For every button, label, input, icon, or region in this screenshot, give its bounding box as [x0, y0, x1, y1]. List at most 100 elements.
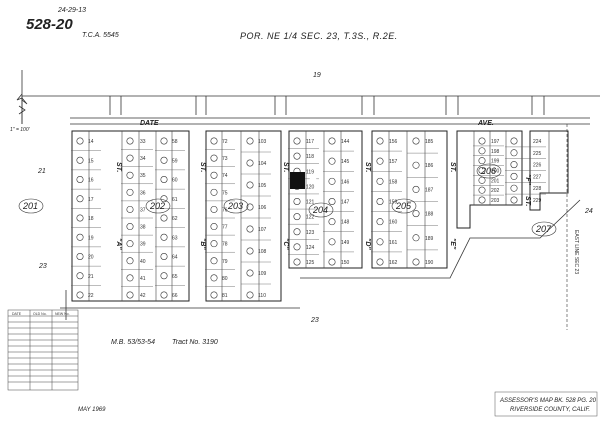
lot-number-58: 58 [172, 139, 178, 145]
lot-circle-65[interactable] [160, 272, 168, 280]
lot-circle-185[interactable] [412, 137, 420, 145]
lot-number-41: 41 [140, 276, 146, 282]
lot-circle-22[interactable] [76, 291, 84, 299]
lot-circle-150[interactable] [328, 258, 336, 266]
lot-circle-108[interactable] [246, 247, 254, 255]
lot-circle-186[interactable] [412, 161, 420, 169]
lot-circle-121[interactable] [293, 198, 301, 206]
lot-circle-33[interactable] [126, 137, 134, 145]
lot-circle-122[interactable] [293, 213, 301, 221]
lot-number-106: 106 [258, 205, 267, 211]
lot-circle-148[interactable] [328, 218, 336, 226]
lot-circle-156[interactable] [376, 137, 384, 145]
svg-text:202: 202 [149, 201, 165, 211]
lot-circle-60[interactable] [160, 176, 168, 184]
lot-circle-124[interactable] [293, 243, 301, 251]
lot-circle-199[interactable] [478, 157, 486, 165]
lot-circle-66[interactable] [160, 291, 168, 299]
lot-circle-73[interactable] [210, 154, 218, 162]
lot-circle-41[interactable] [126, 274, 134, 282]
lot-circle-229[interactable] [510, 196, 518, 204]
lot-circle-157[interactable] [376, 157, 384, 165]
highlighted-parcel[interactable] [290, 172, 305, 189]
lot-circle-19[interactable] [76, 233, 84, 241]
block-label-207[interactable]: 207 [531, 221, 557, 237]
lot-circle-59[interactable] [160, 156, 168, 164]
lot-circle-187[interactable] [412, 185, 420, 193]
block-label-206[interactable]: 206 [476, 163, 502, 179]
lot-circle-16[interactable] [76, 176, 84, 184]
lot-circle-58[interactable] [160, 137, 168, 145]
lot-circle-189[interactable] [412, 234, 420, 242]
lot-circle-34[interactable] [126, 154, 134, 162]
block-label-204[interactable]: 204 [308, 202, 334, 218]
lot-circle-146[interactable] [328, 177, 336, 185]
lot-circle-228[interactable] [510, 184, 518, 192]
lot-circle-78[interactable] [210, 240, 218, 248]
lot-circle-36[interactable] [126, 188, 134, 196]
lot-circle-161[interactable] [376, 238, 384, 246]
lot-circle-107[interactable] [246, 225, 254, 233]
lot-circle-61[interactable] [160, 195, 168, 203]
lot-circle-144[interactable] [328, 137, 336, 145]
lot-circle-190[interactable] [412, 258, 420, 266]
block-label-202[interactable]: 202 [145, 198, 171, 214]
lot-circle-162[interactable] [376, 258, 384, 266]
lot-circle-118[interactable] [293, 152, 301, 160]
lot-circle-81[interactable] [210, 291, 218, 299]
lot-circle-123[interactable] [293, 228, 301, 236]
lot-circle-76[interactable] [210, 205, 218, 213]
lot-circle-64[interactable] [160, 253, 168, 261]
lot-circle-197[interactable] [478, 137, 486, 145]
lot-circle-42[interactable] [126, 291, 134, 299]
lot-circle-15[interactable] [76, 156, 84, 164]
lot-circle-227[interactable] [510, 172, 518, 180]
lot-circle-226[interactable] [510, 161, 518, 169]
lot-circle-125[interactable] [293, 258, 301, 266]
lot-circle-35[interactable] [126, 171, 134, 179]
lot-circle-74[interactable] [210, 171, 218, 179]
lot-circle-38[interactable] [126, 223, 134, 231]
lot-circle-75[interactable] [210, 188, 218, 196]
lot-circle-202[interactable] [478, 186, 486, 194]
lot-circle-188[interactable] [412, 210, 420, 218]
lot-circle-20[interactable] [76, 253, 84, 261]
lot-circle-110[interactable] [246, 291, 254, 299]
lot-circle-149[interactable] [328, 238, 336, 246]
lot-circle-224[interactable] [510, 137, 518, 145]
lot-circle-72[interactable] [210, 137, 218, 145]
lot-circle-80[interactable] [210, 274, 218, 282]
block-label-203[interactable]: 203 [223, 198, 249, 214]
lot-circle-17[interactable] [76, 195, 84, 203]
lot-circle-21[interactable] [76, 272, 84, 280]
lot-circle-201[interactable] [478, 176, 486, 184]
lot-circle-14[interactable] [76, 137, 84, 145]
lot-circle-198[interactable] [478, 147, 486, 155]
lot-circle-225[interactable] [510, 149, 518, 157]
lot-circle-62[interactable] [160, 214, 168, 222]
lot-circle-79[interactable] [210, 257, 218, 265]
lot-circle-103[interactable] [246, 137, 254, 145]
block-label-205[interactable]: 205 [391, 198, 417, 214]
block-label-201[interactable]: 201 [18, 198, 44, 214]
lot-circle-159[interactable] [376, 198, 384, 206]
lot-circle-39[interactable] [126, 240, 134, 248]
lot-circle-105[interactable] [246, 181, 254, 189]
lot-circle-77[interactable] [210, 223, 218, 231]
lot-circle-203[interactable] [478, 196, 486, 204]
lot-circle-160[interactable] [376, 218, 384, 226]
lot-circle-147[interactable] [328, 198, 336, 206]
lot-circle-63[interactable] [160, 233, 168, 241]
lot-circle-200[interactable] [478, 167, 486, 175]
table-header-date: DATE [12, 312, 22, 316]
lot-number-59: 59 [172, 158, 178, 164]
lot-circle-117[interactable] [293, 137, 301, 145]
lot-circle-109[interactable] [246, 269, 254, 277]
lot-circle-158[interactable] [376, 177, 384, 185]
lot-circle-106[interactable] [246, 203, 254, 211]
lot-circle-40[interactable] [126, 257, 134, 265]
lot-circle-104[interactable] [246, 159, 254, 167]
lot-circle-145[interactable] [328, 157, 336, 165]
lot-circle-18[interactable] [76, 214, 84, 222]
lot-circle-37[interactable] [126, 205, 134, 213]
